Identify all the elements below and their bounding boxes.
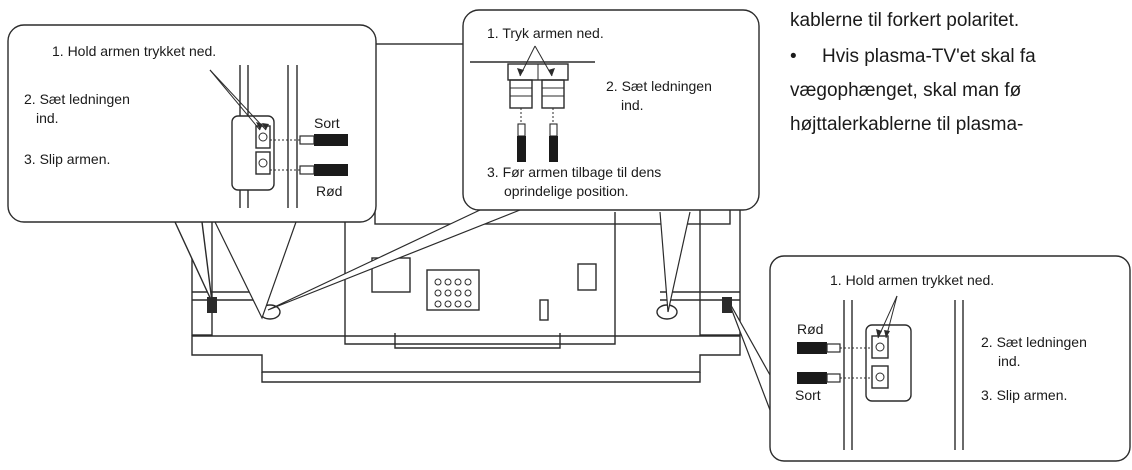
callout-center-step1: 1. Tryk armen ned. <box>487 25 604 41</box>
callout-right-step2-line1: 2. Sæt ledningen <box>981 334 1087 350</box>
callout-center-step2-line2: ind. <box>621 97 644 113</box>
wire-sheath <box>517 136 526 162</box>
arrow-head <box>517 68 524 76</box>
callout-left-box <box>7 24 377 223</box>
left-terminal-marker <box>207 297 217 313</box>
callout-center-box <box>462 9 760 211</box>
terminal-clip-bottom <box>871 365 889 389</box>
callout-right-label-sort: Sort <box>795 387 821 403</box>
body-text: kablerne til forkert polaritet. • Hvis p… <box>790 10 1036 135</box>
body-text-line2: Hvis plasma-TV'et skal fa <box>822 46 1036 67</box>
callout-center-step2-line1: 2. Sæt ledningen <box>606 78 712 94</box>
callout-right-step2-line2: ind. <box>998 353 1021 369</box>
terminal-clip-top <box>255 125 271 149</box>
wire-black-sheath <box>314 134 348 146</box>
callout-left: 1. Hold armen trykket ned. 2. Sæt lednin… <box>7 24 377 223</box>
tv-lower-body <box>191 335 741 373</box>
arrow-leader <box>209 69 267 131</box>
center-pointer <box>267 209 521 311</box>
callout-left-step2-line1: 2. Sæt ledningen <box>24 91 130 107</box>
left-pointer-b <box>214 221 297 320</box>
terminal-clip-bottom <box>255 151 271 175</box>
connector-block <box>426 269 480 311</box>
terminal-hole <box>875 372 885 382</box>
wire-tip <box>826 373 841 383</box>
arrow-head <box>548 68 555 76</box>
callout-left-label-rod: Rød <box>316 183 342 199</box>
callout-right-box <box>769 255 1131 462</box>
clip-ridges <box>510 87 564 97</box>
arrow-head <box>262 123 269 130</box>
right-pointer-b <box>727 299 771 411</box>
callout-left-step3: 3. Slip armen. <box>24 151 110 167</box>
wire-tip <box>826 343 841 353</box>
wire-tip <box>299 165 315 175</box>
left-pointer-a <box>174 221 213 303</box>
callout-right-label-rod: Rød <box>797 321 823 337</box>
tv-center-panel <box>344 212 616 345</box>
connector-grid <box>434 278 472 308</box>
wire-black-sheath <box>797 372 827 384</box>
bullet-marker: • <box>790 46 797 67</box>
wire-tip <box>517 123 526 137</box>
callout-center-step3-line2: oprindelige position. <box>504 183 629 199</box>
tv-base <box>261 372 701 383</box>
terminal-housing <box>231 115 275 191</box>
wire-red-sheath <box>797 342 827 354</box>
wire-sheath <box>549 136 558 162</box>
terminal-hole <box>258 158 268 168</box>
arrow-leader <box>209 69 261 131</box>
terminal-hole <box>258 132 268 142</box>
wire-tip <box>299 135 315 145</box>
right-pointer-a <box>659 211 691 313</box>
tv-stand-bracket <box>394 333 561 349</box>
callout-center-step3-line1: 3. Før armen tilbage til dens <box>487 164 661 180</box>
callout-right-step3: 3. Slip armen. <box>981 387 1067 403</box>
side-slot <box>577 263 597 291</box>
callout-center: 1. Tryk armen ned. 2. Sæt ledningen ind.… <box>462 9 760 211</box>
callout-left-step1: 1. Hold armen trykket ned. <box>52 43 216 59</box>
terminal-hole <box>875 342 885 352</box>
arrow-head <box>876 329 882 338</box>
body-text-line1: kablerne til forkert polaritet. <box>790 10 1019 31</box>
callout-pointers <box>174 209 771 411</box>
callout-right: 1. Hold armen trykket ned. Rød Sort 2. S… <box>769 255 1131 462</box>
callout-left-label-sort: Sort <box>314 115 340 131</box>
arrow-head <box>256 122 263 130</box>
small-slot <box>539 299 549 321</box>
body-text-line4: højttalerkablerne til plasma- <box>790 114 1023 135</box>
wire-tip <box>549 123 558 137</box>
body-text-line3: vægophænget, skal man fø <box>790 80 1022 101</box>
wire-red-sheath <box>314 164 348 176</box>
terminal-clip-top <box>871 335 889 359</box>
callout-right-step1: 1. Hold armen trykket ned. <box>830 272 994 288</box>
arrow-head <box>884 330 890 338</box>
callout-left-step2-line2: ind. <box>36 110 59 126</box>
right-terminal-marker <box>722 297 732 313</box>
right-speaker-terminal <box>656 304 678 320</box>
